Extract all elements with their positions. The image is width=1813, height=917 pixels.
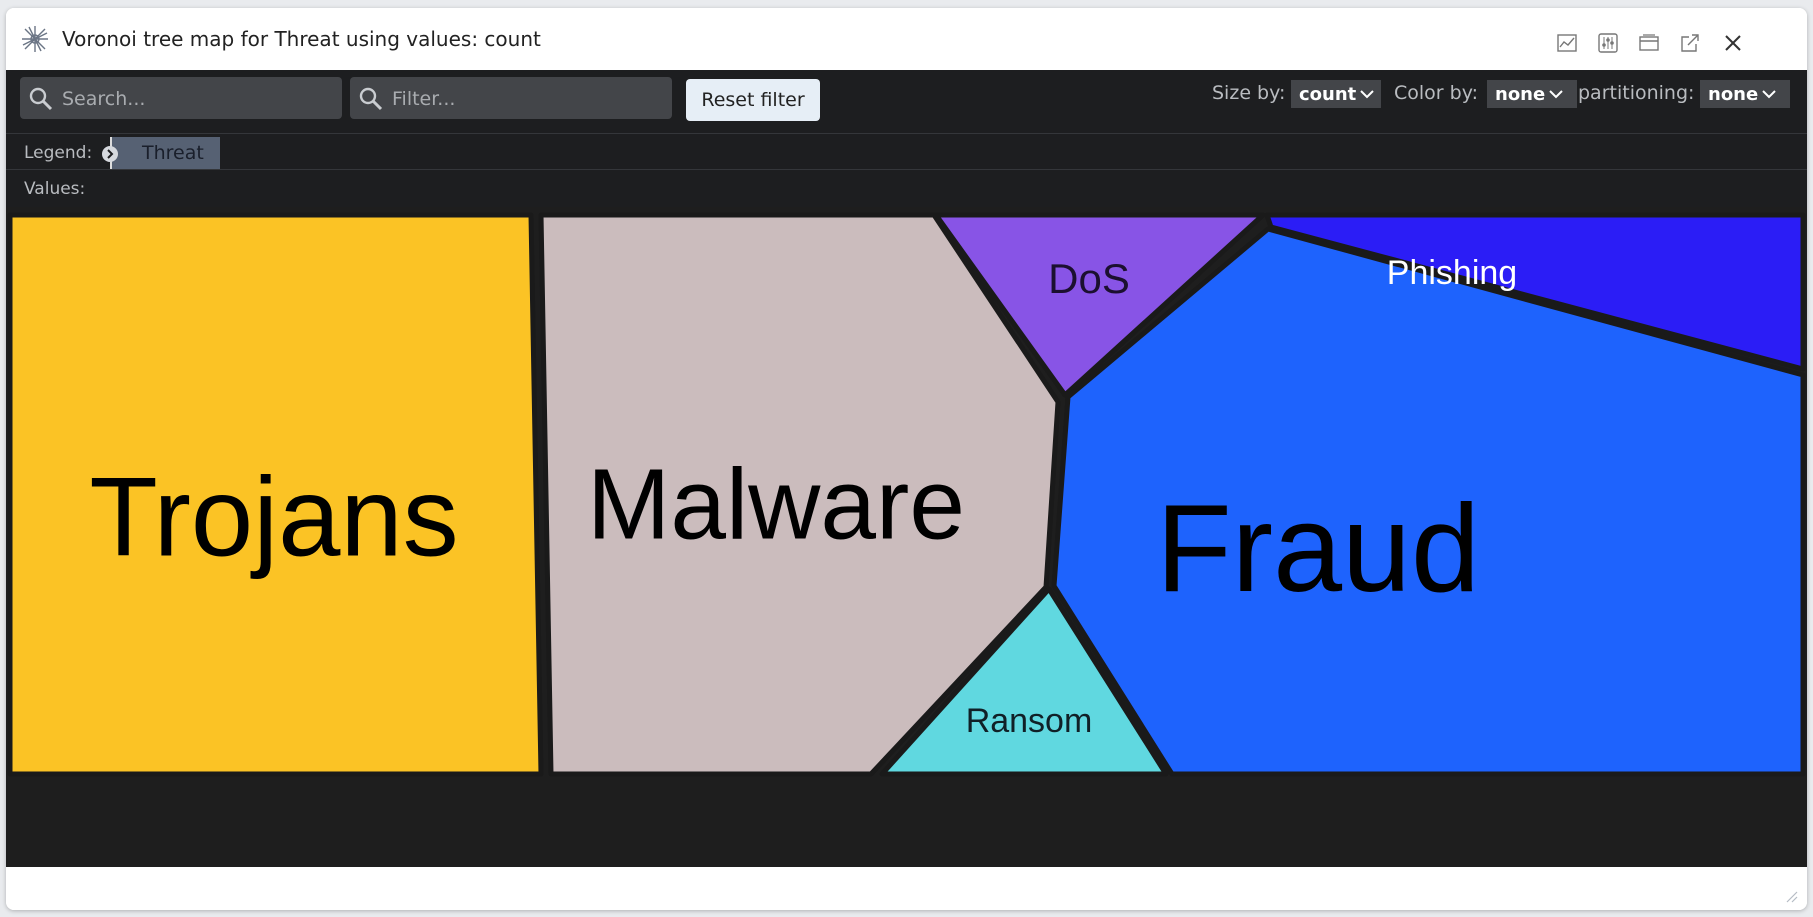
voronoi-cell-trojans[interactable] <box>7 212 544 777</box>
partitioning-value: none <box>1708 83 1759 105</box>
search-box[interactable] <box>20 77 342 121</box>
partitioning-label: partitioning: <box>1578 82 1695 104</box>
voronoi-label-ransom: Ransom <box>966 702 1093 740</box>
legend-row: Legend: Threat <box>6 133 1807 170</box>
title-bar: Voronoi tree map for Threat using values… <box>6 8 1807 70</box>
voronoi-treemap-window: Voronoi tree map for Threat using values… <box>6 8 1807 910</box>
search-icon <box>29 87 53 111</box>
values-label: Values: <box>24 179 86 199</box>
size-by-select[interactable]: count <box>1291 80 1381 108</box>
voronoi-cell-fraud[interactable] <box>1051 226 1806 777</box>
voronoi-label-malware: Malware <box>587 448 965 560</box>
toolbar: Reset filter Size by: count Color by: no… <box>6 70 1807 133</box>
color-by-label: Color by: <box>1394 82 1478 104</box>
chevron-down-icon <box>1762 90 1776 99</box>
size-by-label: Size by: <box>1212 82 1286 104</box>
legend-chip-threat[interactable]: Threat <box>102 137 220 169</box>
chevron-down-icon <box>1360 90 1374 99</box>
chevron-down-icon <box>1549 90 1563 99</box>
settings-sliders-icon[interactable] <box>1595 30 1621 56</box>
reset-filter-button[interactable]: Reset filter <box>686 79 820 121</box>
window-footer <box>6 867 1807 910</box>
voronoi-cell-phishing[interactable] <box>1264 212 1806 372</box>
legend-chip-label: Threat <box>142 142 204 164</box>
voronoi-label-trojans: Trojans <box>89 455 458 580</box>
starburst-app-icon <box>20 24 50 54</box>
chart-icon[interactable] <box>1554 30 1580 56</box>
size-by-value: count <box>1299 83 1357 105</box>
search-icon <box>359 87 383 111</box>
filter-box[interactable] <box>350 77 672 121</box>
pop-out-icon[interactable] <box>1677 30 1703 56</box>
partitioning-select[interactable]: none <box>1700 80 1790 108</box>
window-icon[interactable] <box>1636 30 1662 56</box>
legend-label: Legend: <box>24 143 93 163</box>
chevron-right-icon[interactable] <box>100 144 120 164</box>
voronoi-cell-ransom[interactable] <box>879 586 1169 777</box>
window-title: Voronoi tree map for Threat using values… <box>62 27 541 51</box>
values-row: Values: <box>6 169 1807 208</box>
filter-input[interactable] <box>390 77 624 121</box>
close-icon[interactable] <box>1720 30 1746 56</box>
voronoi-cell-dos[interactable] <box>933 212 1266 398</box>
voronoi-label-fraud: Fraud <box>1156 480 1480 618</box>
color-by-select[interactable]: none <box>1487 80 1577 108</box>
voronoi-label-phishing: Phishing <box>1387 254 1517 292</box>
search-input[interactable] <box>60 77 294 121</box>
resize-grip-icon[interactable] <box>1785 890 1799 904</box>
voronoi-label-dos: DoS <box>1048 255 1130 302</box>
color-by-value: none <box>1495 83 1546 105</box>
